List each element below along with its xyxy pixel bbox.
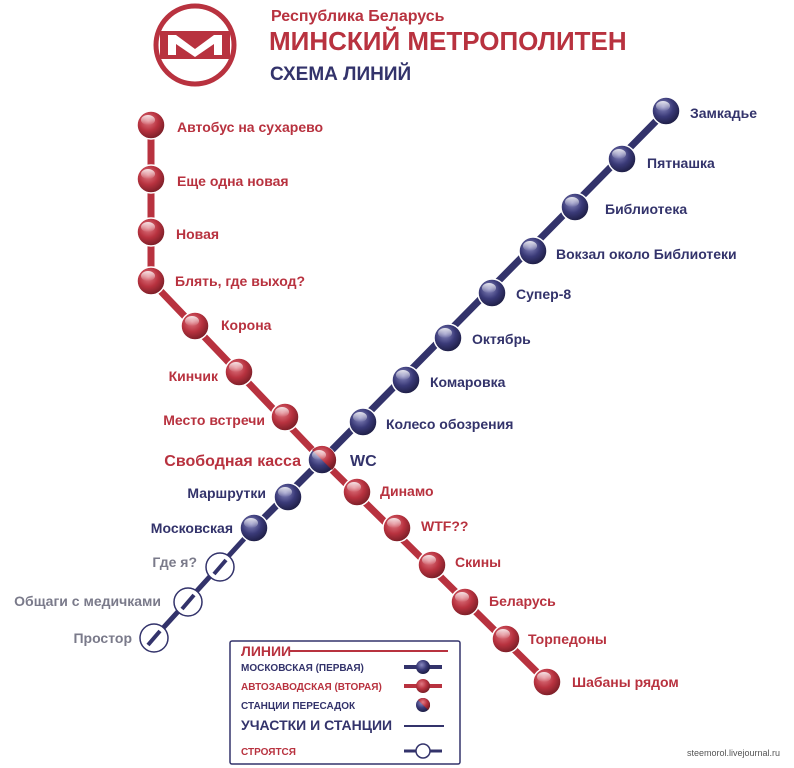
station-label: Октябрь xyxy=(472,331,531,347)
station-label: Колесо обозрения xyxy=(386,416,513,432)
legend-moscow: МОСКОВСКАЯ (ПЕРВАЯ) xyxy=(241,663,364,674)
legend-box xyxy=(229,640,461,765)
station-red xyxy=(136,164,166,194)
credit: steemorol.livejournal.ru xyxy=(687,748,780,758)
station-red xyxy=(270,402,300,432)
station-red xyxy=(224,357,254,387)
station-blue xyxy=(560,192,590,222)
station-blue xyxy=(273,482,303,512)
legend-avto-station xyxy=(416,679,430,693)
station-blue xyxy=(433,323,463,353)
station-label: Маршрутки xyxy=(187,485,266,501)
station-label: Новая xyxy=(176,226,219,242)
station-label-transfer: WC xyxy=(350,453,377,470)
station-building xyxy=(205,552,235,582)
station-blue xyxy=(348,407,378,437)
blue-line-track-building xyxy=(152,526,256,640)
legend-transfer-station xyxy=(416,697,431,712)
legend-building: СТРОЯТСЯ xyxy=(241,747,296,758)
station-label: Динамо xyxy=(380,483,434,499)
station-label-building: Простор xyxy=(73,630,132,646)
station-label: Еще одна новая xyxy=(177,173,289,189)
header-subtitle: СХЕМА ЛИНИЙ xyxy=(270,63,411,85)
station-red xyxy=(342,477,372,507)
station-label: Вокзал около Библиотеки xyxy=(556,246,737,262)
station-label: Торпедоны xyxy=(528,631,607,647)
transfer-station xyxy=(307,445,337,475)
station-red xyxy=(136,110,166,140)
station-red xyxy=(450,587,480,617)
station-building xyxy=(173,587,203,617)
station-red xyxy=(491,624,521,654)
station-building xyxy=(139,623,169,653)
blue-line-stations xyxy=(139,96,681,653)
station-red xyxy=(382,513,412,543)
station-label: Комаровка xyxy=(430,374,506,390)
red-line-stations xyxy=(136,110,562,697)
legend-sections: УЧАСТКИ И СТАНЦИИ xyxy=(241,717,392,733)
station-label: Шабаны рядом xyxy=(572,674,679,690)
station-label: Скины xyxy=(455,554,501,570)
header-title: МИНСКИЙ МЕТРОПОЛИТЕН xyxy=(269,26,627,56)
legend-building-station xyxy=(415,743,431,759)
metro-logo xyxy=(153,3,237,87)
station-label-transfer: Свободная касса xyxy=(164,453,301,470)
transfer-station-highlight xyxy=(312,450,326,460)
station-label: Пятнашка xyxy=(647,155,715,171)
station-blue xyxy=(477,278,507,308)
station-red xyxy=(136,217,166,247)
red-line-track xyxy=(147,125,550,685)
station-label-building: Где я? xyxy=(152,554,197,570)
station-label: Беларусь xyxy=(489,593,556,609)
station-label: Корона xyxy=(221,317,272,333)
station-blue xyxy=(239,513,269,543)
station-red xyxy=(180,311,210,341)
legend-title: ЛИНИИ xyxy=(241,643,291,659)
legend-avto: АВТОЗАВОДСКАЯ (ВТОРАЯ) xyxy=(241,682,382,693)
station-blue xyxy=(651,96,681,126)
station-label: Блять, где выход? xyxy=(175,273,305,289)
station-label-building: Общаги с медичками xyxy=(14,593,161,609)
station-blue xyxy=(518,236,548,266)
station-red xyxy=(532,667,562,697)
station-label: Автобус на сухарево xyxy=(177,119,323,135)
station-red xyxy=(417,550,447,580)
station-label: Место встречи xyxy=(163,412,265,428)
header-country: Республика Беларусь xyxy=(271,8,445,25)
station-label: Замкадье xyxy=(690,105,757,121)
station-red xyxy=(136,266,166,296)
legend-transfer: СТАНЦИИ ПЕРЕСАДОК xyxy=(241,701,356,712)
station-label: WTF?? xyxy=(421,518,468,534)
station-label: Кинчик xyxy=(169,368,219,384)
legend-moscow-station xyxy=(416,660,430,674)
station-blue xyxy=(391,365,421,395)
station-label: Библиотека xyxy=(605,201,687,217)
station-label: Московская xyxy=(151,520,233,536)
station-label: Супер-8 xyxy=(516,286,571,302)
legend: ЛИНИИ МОСКОВСКАЯ (ПЕРВАЯ) АВТОЗАВОДСКАЯ … xyxy=(229,640,461,765)
station-blue xyxy=(607,144,637,174)
